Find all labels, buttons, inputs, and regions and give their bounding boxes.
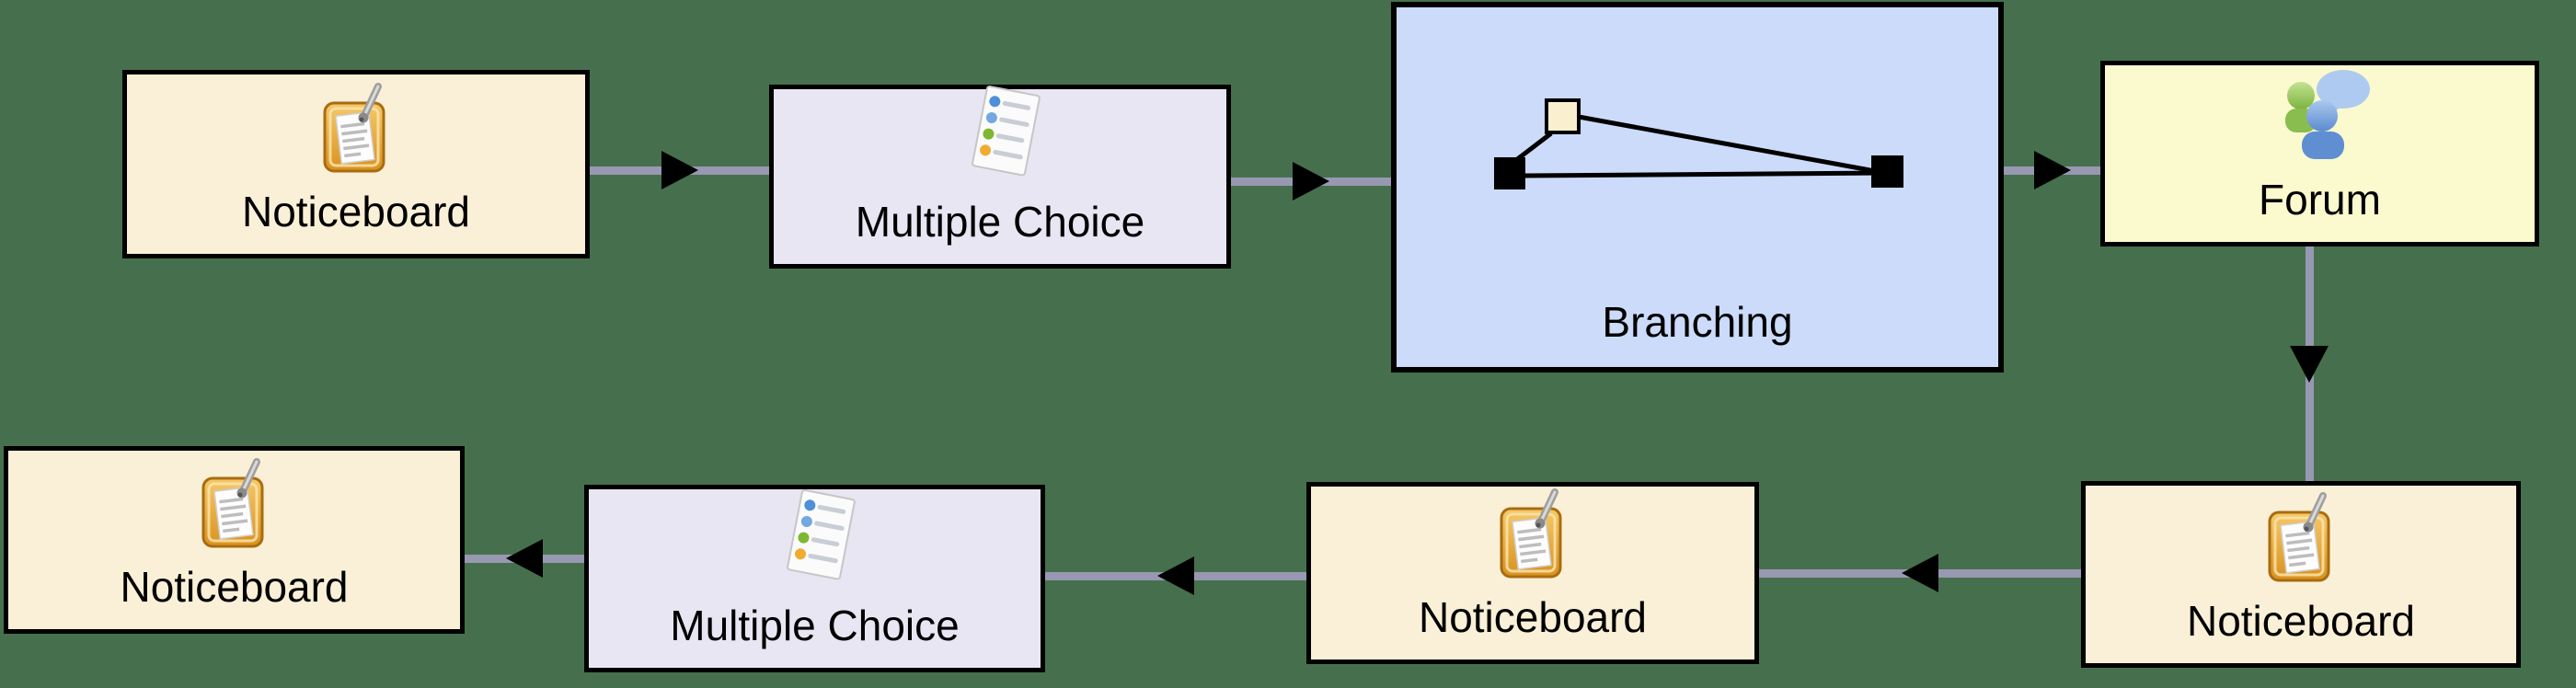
multiple-choice-icon — [786, 489, 856, 580]
activity-label: Branching — [1602, 298, 1793, 346]
activity-node-noticeboard-3[interactable]: Noticeboard — [1306, 482, 1759, 664]
activity-label: Noticeboard — [1418, 593, 1648, 642]
transition-5-arrowhead[interactable] — [1902, 554, 1938, 592]
activity-node-multiple-choice-2[interactable]: Multiple Choice — [584, 485, 1045, 672]
transition-4-arrowhead[interactable] — [2290, 345, 2329, 383]
activity-label: Noticeboard — [2186, 597, 2416, 646]
noticeboard-icon-wrap — [1497, 487, 1569, 587]
noticeboard-icon-wrap — [320, 81, 392, 181]
activity-node-multiple-choice-1[interactable]: Multiple Choice — [769, 85, 1231, 269]
activity-node-branching-1[interactable]: Branching — [1391, 2, 2004, 373]
multiple-choice-icon — [972, 86, 1041, 177]
transition-1-arrowhead[interactable] — [661, 151, 698, 189]
activity-label: Noticeboard — [120, 563, 349, 612]
forum-icon-wrap — [2264, 65, 2376, 169]
noticeboard-icon — [2268, 492, 2330, 582]
forum-icon — [2284, 70, 2370, 160]
noticeboard-icon-wrap — [2265, 490, 2337, 591]
transition-3-arrowhead[interactable] — [2033, 151, 2071, 189]
noticeboard-icon-wrap — [199, 456, 270, 556]
noticeboard-icon — [201, 458, 263, 548]
activity-node-noticeboard-1[interactable]: Noticeboard — [122, 70, 590, 258]
transition-6-arrowhead[interactable] — [1157, 556, 1194, 595]
activity-label: Multiple Choice — [855, 198, 1145, 247]
activity-node-forum-1[interactable]: Forum — [2100, 61, 2539, 247]
activity-node-noticeboard-4[interactable]: Noticeboard — [4, 446, 465, 634]
activity-node-noticeboard-2[interactable]: Noticeboard — [2081, 481, 2521, 668]
activity-label: Forum — [2259, 176, 2381, 224]
transition-2-arrowhead[interactable] — [1293, 162, 1329, 201]
branching-diagram — [1494, 98, 1903, 189]
noticeboard-icon — [323, 83, 385, 173]
transition-7-arrowhead[interactable] — [506, 539, 543, 578]
activity-label: Noticeboard — [241, 188, 471, 236]
noticeboard-icon — [1500, 488, 1562, 579]
activity-label: Multiple Choice — [670, 602, 960, 650]
multiple-choice-icon-wrap — [772, 482, 858, 595]
multiple-choice-icon-wrap — [957, 78, 1043, 191]
